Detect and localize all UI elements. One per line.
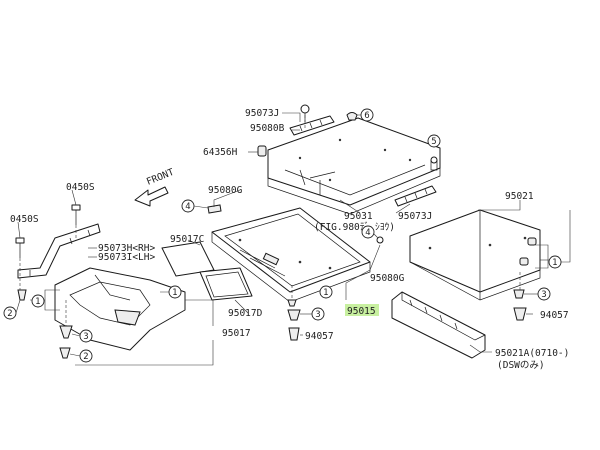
- panel-95031[interactable]: [267, 117, 441, 215]
- clip-95021-b[interactable]: [519, 257, 529, 266]
- fastener-center-1[interactable]: [287, 299, 297, 307]
- rail-95073h[interactable]: [17, 223, 101, 279]
- svg-text:1: 1: [35, 297, 40, 307]
- callout-1c: 1: [319, 285, 333, 299]
- clip-64356h[interactable]: [257, 145, 267, 157]
- screw-0450s-b[interactable]: [15, 237, 25, 258]
- fastener-left-1[interactable]: [17, 289, 27, 301]
- label-95015: 95015: [347, 306, 376, 317]
- svg-text:3: 3: [315, 310, 320, 320]
- svg-text:1: 1: [172, 288, 177, 298]
- label-95015-highlight: [345, 304, 379, 316]
- label-95017: 95017: [222, 328, 251, 339]
- label-0450s-b: 0450S: [10, 214, 39, 225]
- callout-4b: 4: [361, 225, 375, 239]
- clip-95021-a[interactable]: [527, 237, 537, 246]
- label-0450s-a: 0450S: [66, 182, 95, 193]
- svg-text:1: 1: [323, 288, 328, 298]
- mat-95017d[interactable]: [199, 267, 253, 301]
- label-94057-right: 94057: [540, 310, 569, 321]
- fastener-95080g-right[interactable]: [376, 236, 384, 244]
- fastener-center-2[interactable]: [287, 309, 301, 321]
- svg-text:2: 2: [7, 309, 12, 319]
- fastener-left-3[interactable]: [59, 347, 71, 359]
- svg-text:4: 4: [185, 202, 190, 212]
- strip-95073j-right[interactable]: [394, 185, 437, 207]
- label-95073h: 95073H<RH>: [98, 243, 155, 254]
- callout-1d: 1: [548, 255, 562, 269]
- label-95017c: 95017C: [170, 234, 204, 245]
- callout-3a: 3: [79, 329, 93, 343]
- callout-1b: 1: [168, 285, 182, 299]
- svg-text:6: 6: [364, 111, 369, 121]
- floor-95017[interactable]: [54, 267, 186, 351]
- callout-3b: 3: [311, 307, 325, 321]
- pad-95080g-left[interactable]: [207, 204, 222, 214]
- board-95021[interactable]: [409, 209, 541, 301]
- callout-6: 6: [360, 108, 374, 122]
- label-95021: 95021: [505, 191, 534, 202]
- svg-text:3: 3: [541, 290, 546, 300]
- screw-95080b[interactable]: [300, 104, 310, 122]
- callout-2: 2: [3, 306, 17, 320]
- label-95080g-right: 95080G: [370, 273, 405, 284]
- rail-95021a[interactable]: [391, 291, 486, 359]
- label-95031: 95031: [344, 211, 373, 222]
- svg-text:4: 4: [365, 228, 370, 238]
- label-95021a-note: (DSWのみ): [497, 360, 545, 371]
- svg-text:2: 2: [83, 352, 88, 362]
- front-arrow-icon: [134, 186, 169, 207]
- label-95017d: 95017D: [228, 308, 263, 319]
- callout-4: 4: [181, 199, 195, 213]
- fastener-94057-mid[interactable]: [288, 327, 300, 341]
- svg-text:3: 3: [83, 332, 88, 342]
- fastener-right-3[interactable]: [513, 289, 525, 299]
- label-94057-mid: 94057: [305, 331, 334, 342]
- label-95073j-right: 95073J: [398, 211, 432, 222]
- strip-95073j-top[interactable]: [289, 115, 335, 136]
- fastener-left-2[interactable]: [59, 325, 73, 339]
- callout-5: 5: [427, 134, 441, 148]
- label-95073i: 95073I<LH>: [98, 252, 155, 263]
- label-95080g-left: 95080G: [208, 185, 243, 196]
- tray-95015[interactable]: [211, 207, 371, 303]
- label-front: FRONT: [145, 167, 176, 188]
- label-64356h: 64356H: [203, 147, 238, 158]
- label-95031-note: (FIG.980ﾃﾞ ｼﾖｳ): [314, 222, 395, 233]
- clip-6[interactable]: [346, 112, 358, 121]
- svg-text:5: 5: [431, 137, 436, 147]
- label-95021a: 95021A(0710-): [495, 348, 569, 359]
- leader-lines: [17, 112, 571, 366]
- callout-2b: 2: [79, 349, 93, 363]
- label-95073j-top: 95073J: [245, 108, 279, 119]
- callout-3c: 3: [537, 287, 551, 301]
- mat-95017c[interactable]: [161, 241, 215, 277]
- callout-1a: 1: [31, 294, 45, 308]
- fastener-94057-right[interactable]: [513, 307, 527, 321]
- screw-0450s-a[interactable]: [71, 204, 81, 225]
- svg-text:1: 1: [552, 258, 557, 268]
- label-95080b: 95080B: [250, 123, 285, 134]
- clip-5[interactable]: [430, 156, 438, 171]
